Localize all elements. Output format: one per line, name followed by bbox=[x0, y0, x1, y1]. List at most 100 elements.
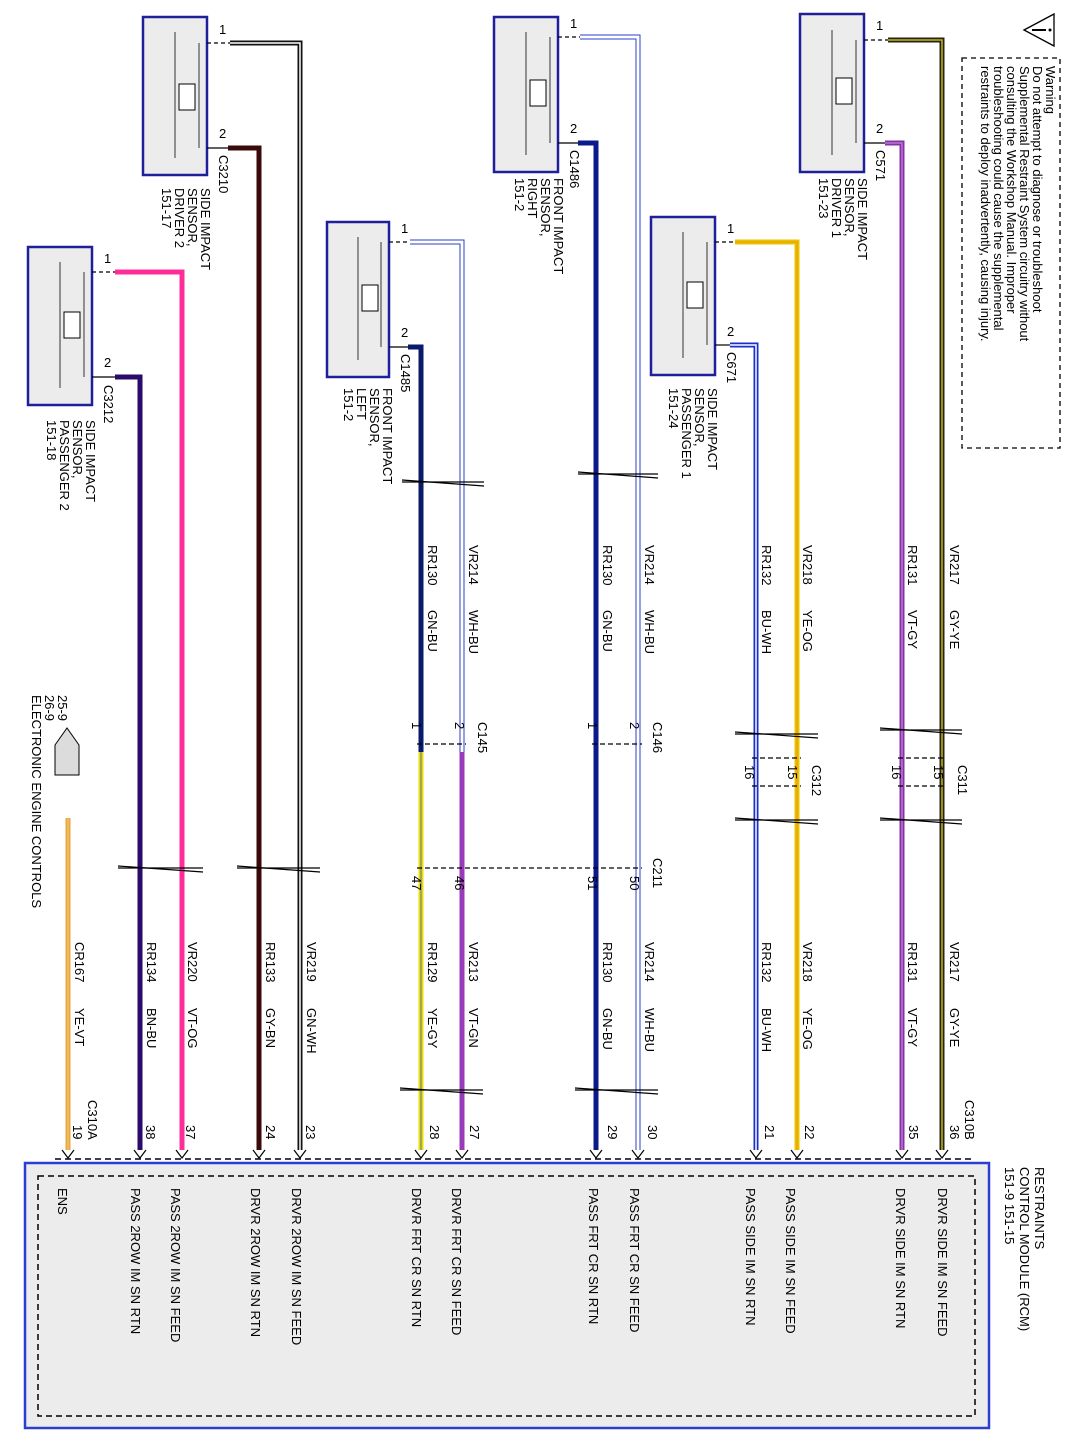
pin-label: 15 bbox=[931, 765, 946, 779]
pin-label: 50 bbox=[627, 876, 642, 890]
wires bbox=[65, 34, 945, 1150]
eec-connector-icon bbox=[54, 727, 80, 776]
rcm-pin: 27 bbox=[467, 1125, 482, 1139]
sensor-label: FRONT IMPACT SENSOR, LEFT 151-2 bbox=[341, 388, 395, 484]
connector-label: C1485 bbox=[398, 354, 413, 392]
svg-text:Supplemental Restraint System: Supplemental Restraint System circuitry … bbox=[1017, 66, 1032, 342]
sensor-label: SIDE IMPACT SENSOR, DRIVER 1 151-23 bbox=[816, 178, 870, 260]
connector-label: C1486 bbox=[567, 150, 582, 188]
pin-label: 47 bbox=[409, 876, 424, 890]
connector-c310b: C310B bbox=[962, 1100, 977, 1140]
sensor-front-impact-right[interactable]: 1 2 bbox=[492, 15, 580, 174]
svg-text:DRIVER 1: DRIVER 1 bbox=[829, 178, 844, 238]
rcm-function: PASS 2ROW IM SN RTN bbox=[128, 1188, 143, 1334]
rcm-pin: 36 bbox=[947, 1125, 962, 1139]
wire-color-label: BU-WH bbox=[759, 1008, 774, 1052]
circuit-label: VR214 bbox=[642, 942, 657, 982]
circuit-label: RR130 bbox=[600, 942, 615, 982]
svg-text:151-17: 151-17 bbox=[159, 188, 174, 228]
rcm-function: DRVR 2ROW IM SN FEED bbox=[289, 1188, 304, 1345]
inline-connector-dashes bbox=[417, 743, 946, 869]
wire-color-label: GN-WH bbox=[304, 1008, 319, 1054]
connector-label: C3212 bbox=[101, 385, 116, 423]
pin-label: 46 bbox=[452, 876, 467, 890]
wire-color-label: GY-BN bbox=[263, 1008, 278, 1048]
circuit-label: VR214 bbox=[466, 545, 481, 585]
pin-label: 1 bbox=[409, 722, 424, 729]
circuit-label: RR130 bbox=[600, 545, 615, 585]
wire-color-label: YE-OG bbox=[800, 610, 815, 652]
sensor-label: SIDE IMPACT SENSOR, PASSENGER 1 151-24 bbox=[666, 388, 720, 479]
wire-color-label: BU-WH bbox=[759, 610, 774, 654]
connector-c146: C146 bbox=[650, 722, 665, 753]
connector-c211: C211 bbox=[650, 858, 665, 888]
warning-icon bbox=[1022, 12, 1055, 48]
eec-label: 25-9 26-9 bbox=[42, 695, 70, 721]
svg-text:PASSENGER 1: PASSENGER 1 bbox=[679, 388, 694, 479]
sensor-side-impact-driver-2[interactable]: 1 2 bbox=[141, 15, 230, 177]
svg-text:151-24: 151-24 bbox=[666, 388, 681, 428]
inline-connectors: C311 15 16 C312 15 16 C146 2 1 C145 2 1 … bbox=[409, 722, 970, 890]
svg-text:SIDE IMPACT: SIDE IMPACT bbox=[705, 388, 720, 470]
svg-text:SIDE IMPACT: SIDE IMPACT bbox=[855, 178, 870, 260]
sensor-label: SIDE IMPACT SENSOR, DRIVER 2 151-17 bbox=[159, 188, 213, 270]
rcm-module[interactable] bbox=[23, 1161, 991, 1430]
pin-label: 16 bbox=[742, 765, 757, 779]
sensor-side-impact-driver-1[interactable]: 1 2 bbox=[798, 12, 888, 174]
wire-color-label: BN-BU bbox=[144, 1008, 159, 1048]
svg-text:restraints to deploy inadverte: restraints to deploy inadvertently, caus… bbox=[978, 66, 993, 342]
rcm-pin-functions: DRVR SIDE IM SN FEED DRVR SIDE IM SN RTN… bbox=[55, 1188, 950, 1345]
rcm-function: DRVR SIDE IM SN RTN bbox=[893, 1188, 908, 1328]
svg-text:151-23: 151-23 bbox=[816, 178, 831, 218]
rcm-function: PASS 2ROW IM SN FEED bbox=[168, 1188, 183, 1342]
rcm-function: PASS FRT CR SN RTN bbox=[586, 1188, 601, 1324]
pin-label: 1 bbox=[585, 722, 600, 729]
sensor-side-impact-passenger-1[interactable]: 1 2 bbox=[649, 215, 735, 377]
wire-color-label: YE-OG bbox=[800, 1008, 815, 1050]
svg-text:151-2: 151-2 bbox=[341, 388, 356, 421]
wire-color-label: YE-GY bbox=[425, 1008, 440, 1049]
svg-text:SENSOR,: SENSOR, bbox=[692, 388, 707, 447]
rcm-pin: 23 bbox=[303, 1125, 318, 1139]
pin-label: 1 bbox=[104, 251, 111, 266]
rcm-title: RESTRAINTS CONTROL MODULE (RCM) 151-9 15… bbox=[1002, 1167, 1047, 1331]
svg-text:consulting the Workshop Manual: consulting the Workshop Manual. Improper bbox=[1004, 66, 1019, 314]
wire-color-label: WH-BU bbox=[642, 1008, 657, 1052]
wire-labels-lower: VR217 GY-YE RR131 VT-GY VR218 YE-OG RR13… bbox=[72, 942, 962, 1054]
wire-color-label: VT-GY bbox=[905, 610, 920, 649]
circuit-label: RR133 bbox=[263, 942, 278, 982]
pin-label: 2 bbox=[452, 722, 467, 729]
connector-c312: C312 bbox=[809, 765, 824, 796]
pin-label: 51 bbox=[585, 876, 600, 890]
rcm-pin: 21 bbox=[762, 1125, 777, 1139]
circuit-label: RR131 bbox=[905, 942, 920, 982]
sensor-side-impact-passenger-2[interactable]: 1 2 bbox=[26, 245, 115, 407]
rcm-pin: 35 bbox=[906, 1125, 921, 1139]
rcm-function: DRVR 2ROW IM SN RTN bbox=[248, 1188, 263, 1337]
rcm-pin: 28 bbox=[427, 1125, 442, 1139]
sensor-label: FRONT IMPACT SENSOR, RIGHT 151-2 bbox=[512, 178, 566, 274]
wire-color-label: WH-BU bbox=[466, 610, 481, 654]
rcm-pin: 22 bbox=[802, 1125, 817, 1139]
wire-color-label: VT-GY bbox=[905, 1008, 920, 1047]
rcm-function: DRVR SIDE IM SN FEED bbox=[935, 1188, 950, 1337]
wire-color-label: VT-GN bbox=[466, 1008, 481, 1048]
warning-text: Warning Do not attempt to diagnose or tr… bbox=[978, 66, 1058, 342]
rcm-pin: 37 bbox=[183, 1125, 198, 1139]
rcm-function: DRVR FRT CR SN FEED bbox=[449, 1188, 464, 1335]
pin-label: 2 bbox=[727, 324, 734, 339]
rcm-pin: 24 bbox=[263, 1125, 278, 1139]
eec-title: ELECTRONIC ENGINE CONTROLS bbox=[29, 695, 44, 908]
wire-color-label: GN-BU bbox=[425, 610, 440, 652]
circuit-label: RR129 bbox=[425, 942, 440, 982]
sensor-front-impact-left[interactable]: 1 2 bbox=[325, 220, 410, 379]
pin-label: 2 bbox=[219, 126, 226, 141]
circuit-label: VR218 bbox=[800, 545, 815, 585]
wire-color-label: YE-VT bbox=[72, 1008, 87, 1046]
circuit-label: VR217 bbox=[947, 942, 962, 982]
wire-color-label: GN-BU bbox=[600, 610, 615, 652]
pin-label: 1 bbox=[876, 18, 883, 33]
circuit-label: RR131 bbox=[905, 545, 920, 585]
rcm-function: PASS FRT CR SN FEED bbox=[627, 1188, 642, 1332]
wire-color-label: GN-BU bbox=[600, 1008, 615, 1050]
